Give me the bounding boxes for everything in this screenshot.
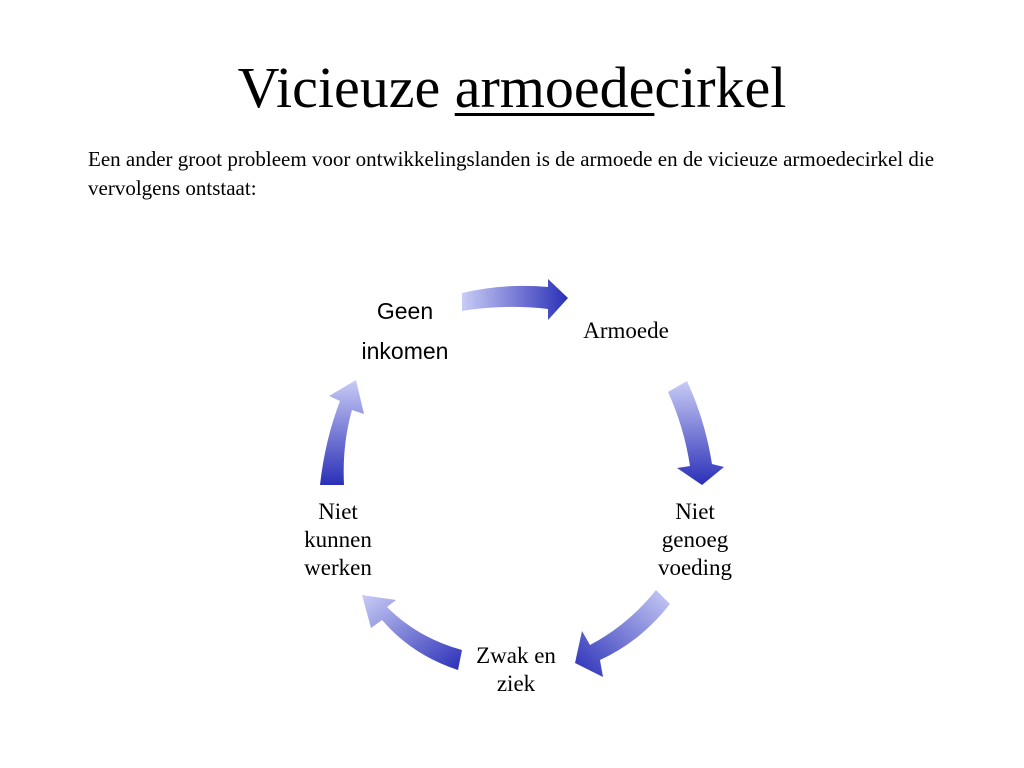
node-niet-genoeg-voeding: Niet genoeg voeding xyxy=(640,498,750,582)
node-ziek-line-2: ziek xyxy=(496,671,536,696)
node-armoede-line-1: Armoede xyxy=(583,318,669,343)
arrow-armoede-to-voeding xyxy=(668,381,724,485)
title-part-underlined: armoede xyxy=(454,55,655,120)
node-werken-line-3: werken xyxy=(304,555,372,580)
node-geen-inkomen-line-1: Geen xyxy=(376,298,434,324)
node-geen-inkomen: Geen inkomen xyxy=(340,291,470,371)
node-werken-line-1: Niet xyxy=(318,499,358,524)
node-armoede: Armoede xyxy=(566,317,686,345)
node-voeding-line-2: genoeg xyxy=(661,527,729,552)
node-voeding-line-1: Niet xyxy=(675,499,715,524)
title-part-3: cirkel xyxy=(654,55,787,120)
arrow-ziek-to-werken xyxy=(362,595,462,670)
title-part-1: Vicieuze xyxy=(237,55,455,120)
node-niet-kunnen-werken: Niet kunnen werken xyxy=(283,498,393,582)
arrow-werken-to-inkomen xyxy=(320,380,364,485)
arrow-inkomen-to-armoede xyxy=(462,279,568,320)
node-geen-inkomen-line-2: inkomen xyxy=(361,338,449,364)
node-voeding-line-3: voeding xyxy=(657,555,733,580)
page-title: Vicieuze armoedecirkel xyxy=(0,52,1024,124)
node-ziek-line-1: Zwak en xyxy=(476,643,556,668)
arrow-voeding-to-ziek xyxy=(575,590,670,677)
node-werken-line-2: kunnen xyxy=(304,527,372,552)
node-zwak-en-ziek: Zwak en ziek xyxy=(456,642,576,698)
intro-paragraph: Een ander groot probleem voor ontwikkeli… xyxy=(88,147,935,200)
